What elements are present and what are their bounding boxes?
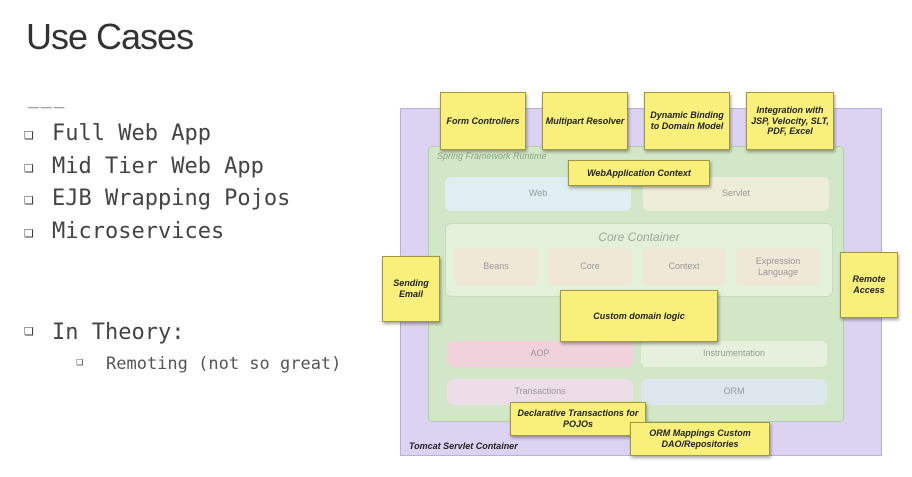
remoting-item: ❏ Remoting (not so great): [76, 354, 341, 374]
checkbox-icon: ❏: [24, 124, 34, 143]
list-item: ❏ EJB Wrapping Pojos: [24, 183, 290, 216]
note-custom-domain-logic: Custom domain logic: [560, 290, 718, 342]
remoting-label: Remoting (not so great): [106, 354, 342, 374]
list-item: ❏ Microservices: [24, 216, 290, 249]
module-beans: Beans: [454, 248, 538, 286]
checkbox-icon: ❏: [24, 189, 34, 208]
module-expression-language: Expression Language: [736, 248, 820, 286]
use-case-list: ❏ Full Web App ❏ Mid Tier Web App ❏ EJB Wra…: [24, 118, 290, 248]
core-container: Core Container Beans Core Context Expres…: [445, 223, 833, 297]
module-orm: ORM: [641, 379, 827, 405]
in-theory-label: In Theory:: [52, 320, 185, 345]
checkbox-icon: ❏: [76, 354, 84, 368]
note-remote-access: Remote Access: [840, 252, 898, 318]
checkbox-icon: ❏: [24, 221, 34, 241]
spring-runtime-label: Spring Framework Runtime: [437, 151, 547, 161]
module-core: Core: [548, 248, 632, 286]
bullet-text: Full Web App: [52, 121, 211, 146]
module-transactions: Transactions: [447, 379, 633, 405]
list-item: ❏ Full Web App: [24, 118, 290, 151]
note-orm-mappings: ORM Mappings Custom DAO/Repositories: [630, 422, 770, 456]
module-servlet: Servlet: [643, 177, 829, 211]
note-sending-email: Sending Email: [382, 256, 440, 322]
note-form-controllers: Form Controllers: [440, 92, 526, 150]
checkbox-icon: ❏: [24, 156, 34, 176]
module-aop: AOP: [447, 341, 633, 367]
spring-runtime: Spring Framework Runtime Web Servlet Cor…: [428, 146, 844, 422]
bullet-text: Mid Tier Web App: [52, 153, 264, 179]
note-dynamic-binding: Dynamic Binding to Domain Model: [644, 92, 730, 150]
module-context: Context: [642, 248, 726, 286]
note-multipart-resolver: Multipart Resolver: [542, 92, 628, 150]
bullet-text: Microservices: [52, 218, 225, 244]
note-declarative-transactions: Declarative Transactions for POJOs: [510, 402, 646, 436]
list-item: ❏ Mid Tier Web App: [24, 151, 290, 184]
note-webapplication-context: WebApplication Context: [568, 160, 710, 186]
spring-architecture-diagram: Tomcat Servlet Container Spring Framewor…: [382, 92, 908, 470]
core-container-label: Core Container: [598, 230, 680, 244]
tomcat-container-label: Tomcat Servlet Container: [409, 441, 518, 451]
note-integration: Integration with JSP, Velocity, SLT, PDF…: [746, 92, 834, 150]
slide-title: Use Cases: [26, 16, 194, 57]
in-theory-item: ❏ In Theory:: [24, 320, 184, 345]
checkbox-icon: ❏: [24, 320, 34, 339]
bullet-text: EJB Wrapping Pojos: [52, 186, 291, 211]
module-instrumentation: Instrumentation: [641, 341, 827, 367]
title-rule: ___: [28, 88, 67, 109]
